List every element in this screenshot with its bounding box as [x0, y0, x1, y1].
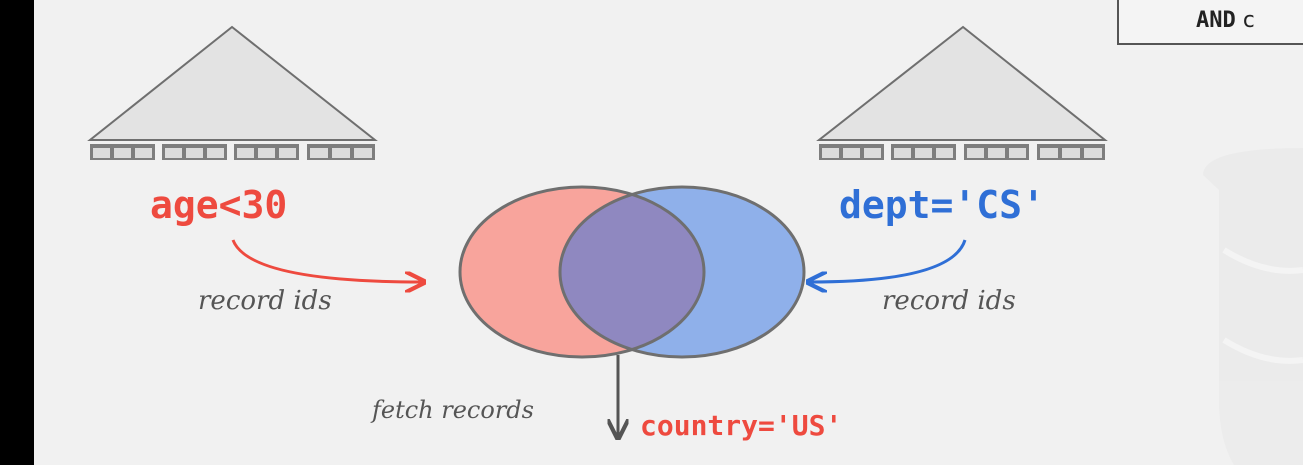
right-edge-label: record ids [882, 286, 1016, 316]
right-index-leaf-nodes [819, 144, 1105, 160]
left-edge-label: record ids [198, 286, 332, 316]
left-predicate: age<30 [150, 183, 287, 227]
left-index-leaf-nodes [90, 144, 375, 160]
filter-predicate: country='US' [640, 409, 842, 442]
database-icon [1203, 148, 1303, 465]
code-keyword: AND [1196, 8, 1236, 33]
slide: AND c [34, 0, 1303, 465]
venn-diagram [458, 185, 806, 359]
intersection-region [560, 187, 704, 357]
code-fragment: c [1242, 8, 1255, 33]
bitmap-index-diagram: AND c [87, 0, 1303, 465]
right-record-ids-arrow [810, 239, 967, 282]
fetch-records-label: fetch records [370, 396, 534, 424]
right-predicate: dept='CS' [839, 183, 1045, 227]
code-box: AND c [1117, 0, 1303, 45]
right-index-tree [816, 25, 1108, 160]
left-index-tree [87, 25, 378, 160]
left-record-ids-arrow [231, 239, 422, 282]
